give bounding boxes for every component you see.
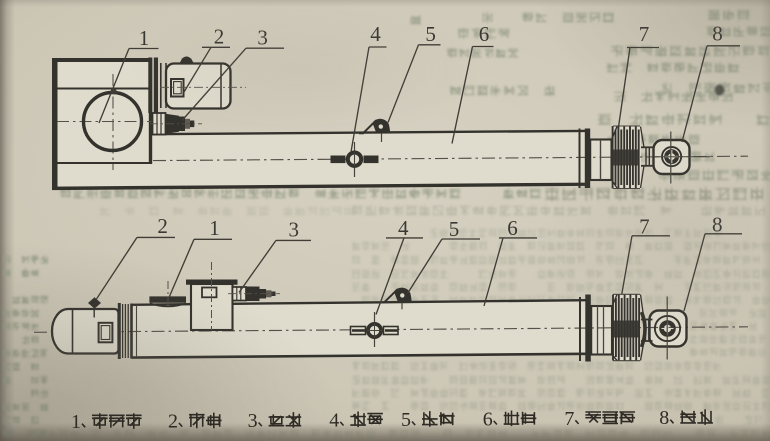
svg-text:5: 5 <box>401 409 411 431</box>
svg-text:3: 3 <box>248 410 258 432</box>
svg-text:2: 2 <box>168 411 178 433</box>
svg-text:4: 4 <box>329 409 339 431</box>
svg-text:6: 6 <box>483 408 493 430</box>
svg-text:8: 8 <box>659 407 669 429</box>
svg-text:1: 1 <box>71 411 81 433</box>
svg-text:7: 7 <box>564 408 574 430</box>
